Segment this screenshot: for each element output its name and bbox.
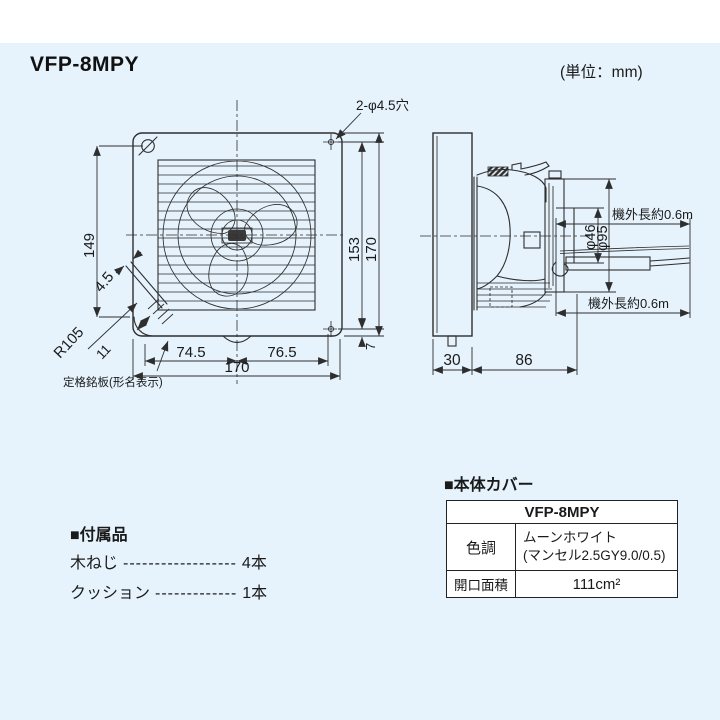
- mount-pad-hatch: [487, 166, 509, 177]
- accessory-item-wood-screw: 木ねじ------------------4本: [70, 549, 267, 573]
- color-value-line2: (マンセル2.5GY9.0/0.5): [523, 547, 666, 563]
- side-view-drawing: φ46 φ95 機外長約0.6m 機外長約0.6m 30 86: [420, 132, 693, 375]
- dim-bottom-left-74_5: 74.5: [176, 344, 205, 361]
- color-value: ムーンホワイト (マンセル2.5GY9.0/0.5): [516, 524, 677, 570]
- panel-side-outline: [432, 132, 473, 337]
- panel-outline: [132, 132, 343, 337]
- accessories-heading: ■付属品: [70, 527, 128, 544]
- leader-dashes: ------------------: [123, 555, 237, 572]
- color-label: 色調: [447, 524, 516, 571]
- table-model-header: VFP-8MPY: [447, 501, 677, 524]
- nameplate-note: 定格銘板(形名表示): [63, 375, 163, 389]
- dim-slot-width-4_5: 4.5: [91, 269, 117, 296]
- accessory-qty: 1本: [242, 585, 268, 602]
- page-title: VFP-8MPY: [30, 53, 140, 76]
- front-view-drawing: 149 4.5 R105 11 定格銘板(形名表示) 74.5 76.5 170: [50, 98, 409, 389]
- leader-dashes: -------------: [155, 585, 238, 602]
- accessory-name: 木ねじ: [70, 555, 119, 572]
- dim-height-total-170: 170: [363, 237, 380, 262]
- dim-height-149: 149: [81, 233, 98, 258]
- color-value-line1: ムーンホワイト: [523, 530, 617, 545]
- pull-knob: [447, 335, 457, 347]
- accessory-item-cushion: クッション-------------1本: [70, 579, 267, 603]
- power-cords: [559, 245, 690, 271]
- body-cover-table: VFP-8MPY 色調 ムーンホワイト (マンセル2.5GY9.0/0.5) 開…: [446, 500, 678, 599]
- dim-panel-depth-30: 30: [443, 352, 461, 369]
- area-value: 111cm²: [572, 575, 621, 593]
- holes-note: 2-φ4.5穴: [356, 98, 409, 113]
- dim-body-depth-86: 86: [515, 352, 532, 369]
- table-row-area: 開口面積 111cm²: [447, 571, 677, 598]
- dim-bottom-right-76_5: 76.5: [267, 344, 296, 361]
- dim-hole-pitch-153: 153: [346, 237, 363, 262]
- fan-blades: [186, 187, 298, 297]
- nameplate-slot: [125, 261, 174, 337]
- unit-note: (単位：mm): [560, 64, 643, 81]
- cord-length-note-top: 機外長約0.6m: [612, 207, 693, 222]
- cord-clamp: [551, 261, 569, 277]
- dim-hole-edge-7: 7: [363, 343, 378, 350]
- body-cover-heading: ■本体カバー: [444, 477, 534, 494]
- table-row-color: 色調 ムーンホワイト (マンセル2.5GY9.0/0.5): [447, 524, 677, 572]
- motor-hub-side: [523, 231, 541, 249]
- cord-length-note-bottom: 機外長約0.6m: [588, 296, 669, 311]
- dim-pipe-dia-46: φ46: [583, 224, 599, 250]
- centerlines: [126, 100, 346, 384]
- dim-width-total-170: 170: [224, 359, 249, 376]
- dim-duct-dia-95: φ95: [595, 225, 611, 251]
- accessory-qty: 4本: [241, 555, 267, 572]
- top-margin: [0, 0, 720, 43]
- area-label: 開口面積: [447, 571, 516, 598]
- mount-hole-top-right: [323, 134, 339, 150]
- mount-hole-bottom-right: [323, 321, 337, 337]
- dim-slot-length-11: 11: [93, 342, 114, 362]
- dim-radius-r105: R105: [50, 324, 87, 362]
- accessory-name: クッション: [70, 585, 151, 602]
